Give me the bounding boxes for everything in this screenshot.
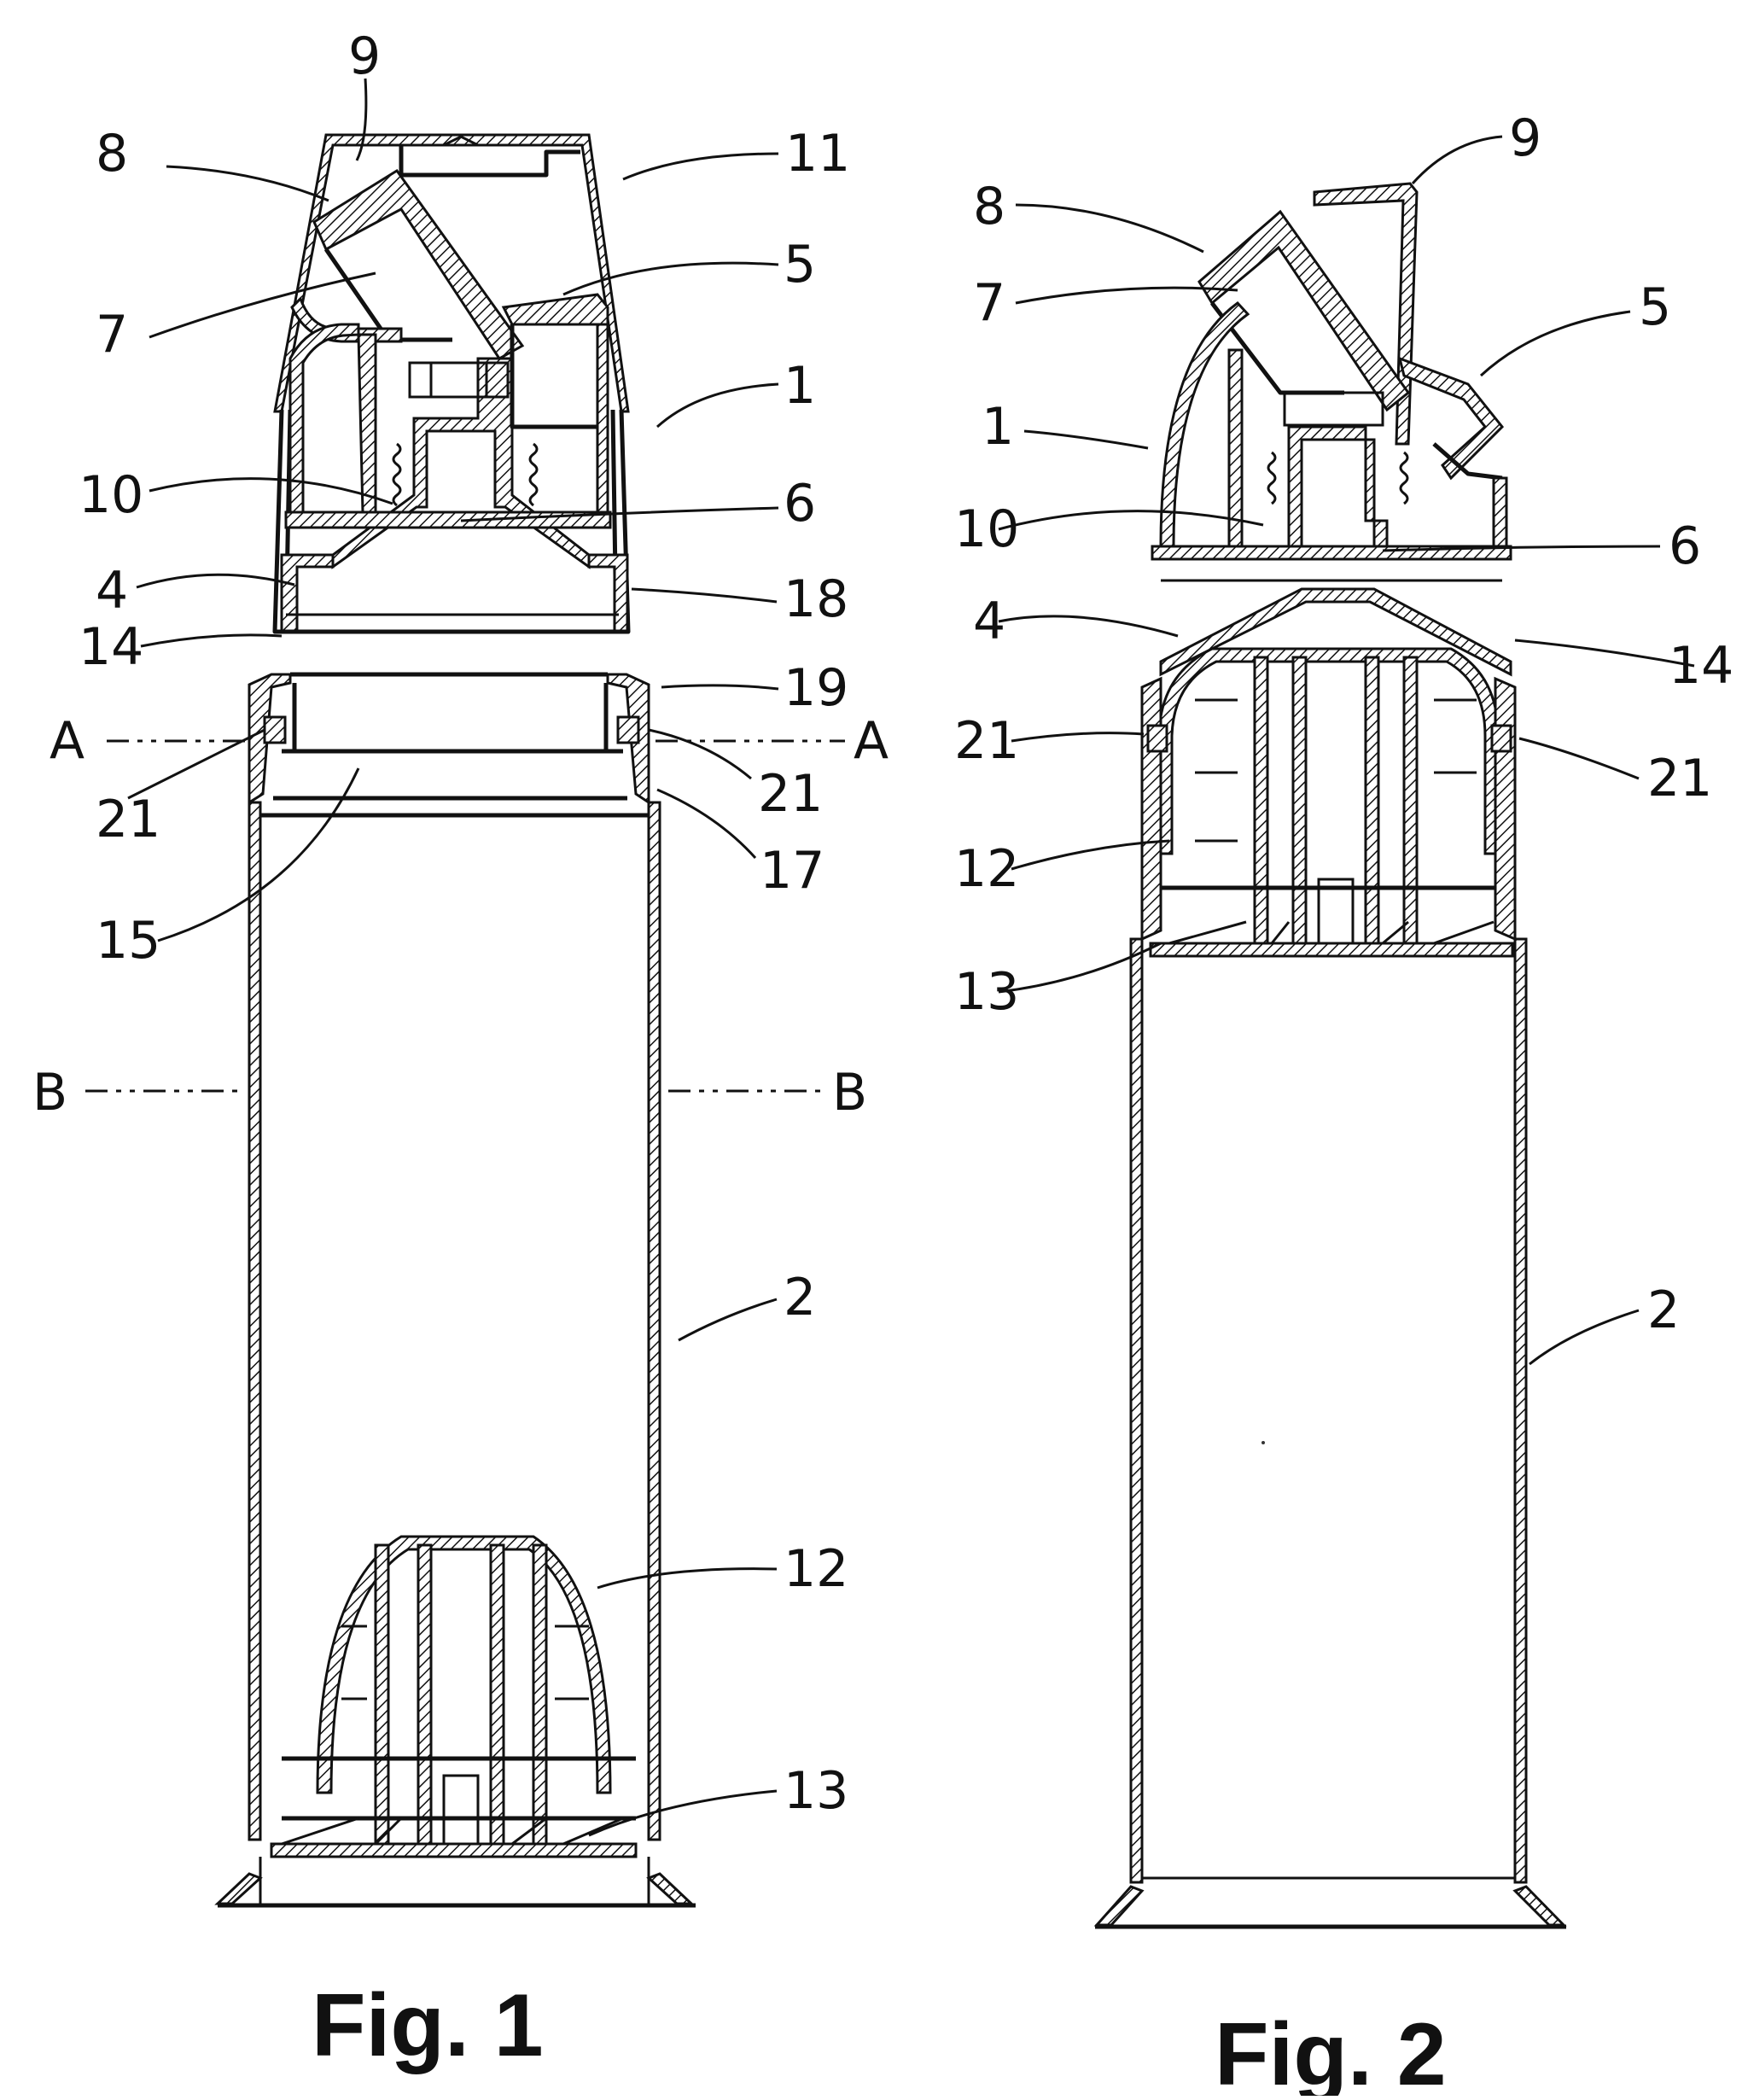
label-9: 9 xyxy=(1509,108,1541,168)
label-1: 1 xyxy=(784,356,816,416)
label-2: 2 xyxy=(784,1268,816,1327)
label-8: 8 xyxy=(96,124,128,184)
label-15: 15 xyxy=(96,911,160,971)
label-13: 13 xyxy=(954,962,1019,1022)
label-19: 19 xyxy=(784,658,848,718)
label-9: 9 xyxy=(348,26,381,86)
label-21-right: 21 xyxy=(758,764,823,824)
label-11: 11 xyxy=(785,124,850,184)
label-8: 8 xyxy=(973,177,1005,236)
label-A-right: A xyxy=(854,711,889,771)
label-12: 12 xyxy=(784,1539,848,1599)
label-21-left: 21 xyxy=(96,790,160,849)
label-4: 4 xyxy=(973,592,1005,651)
figure-2-labels: 9 8 7 5 1 10 6 4 14 21 21 12 13 2 Fig. 2 xyxy=(954,108,1733,2096)
label-21-right: 21 xyxy=(1647,749,1712,808)
label-B-left: B xyxy=(32,1063,67,1123)
figure-2 xyxy=(999,137,1694,1927)
label-7: 7 xyxy=(973,273,1005,333)
fig-1-caption: Fig. 1 xyxy=(312,1976,544,2075)
label-A-left: A xyxy=(50,711,84,771)
label-14: 14 xyxy=(1669,636,1733,696)
funnel-4 xyxy=(282,555,333,632)
label-18: 18 xyxy=(784,569,848,629)
label-2: 2 xyxy=(1647,1280,1680,1340)
label-10: 10 xyxy=(954,499,1019,559)
piston-12 xyxy=(318,1537,610,1793)
label-17: 17 xyxy=(760,841,824,901)
label-10: 10 xyxy=(79,465,143,525)
stem-6-fig2 xyxy=(1289,427,1387,546)
label-13: 13 xyxy=(784,1761,848,1821)
container-2 xyxy=(249,802,260,1840)
label-1: 1 xyxy=(982,397,1014,457)
label-4: 4 xyxy=(96,561,128,621)
label-7: 7 xyxy=(96,305,128,365)
label-12: 12 xyxy=(954,839,1019,899)
container-2-fig2 xyxy=(1131,939,1142,1882)
base-13-fig2 xyxy=(1151,943,1512,956)
base-13 xyxy=(271,1844,636,1857)
figure-1 xyxy=(85,79,845,1905)
label-5: 5 xyxy=(784,235,816,295)
label-14: 14 xyxy=(79,617,143,677)
label-5: 5 xyxy=(1639,277,1671,337)
label-6: 6 xyxy=(1669,516,1701,576)
fig-2-caption: Fig. 2 xyxy=(1215,2005,1447,2096)
label-B-right: B xyxy=(832,1063,867,1123)
label-21-left: 21 xyxy=(954,711,1019,771)
piston-12-fig2 xyxy=(1159,649,1498,854)
label-6: 6 xyxy=(784,474,816,534)
